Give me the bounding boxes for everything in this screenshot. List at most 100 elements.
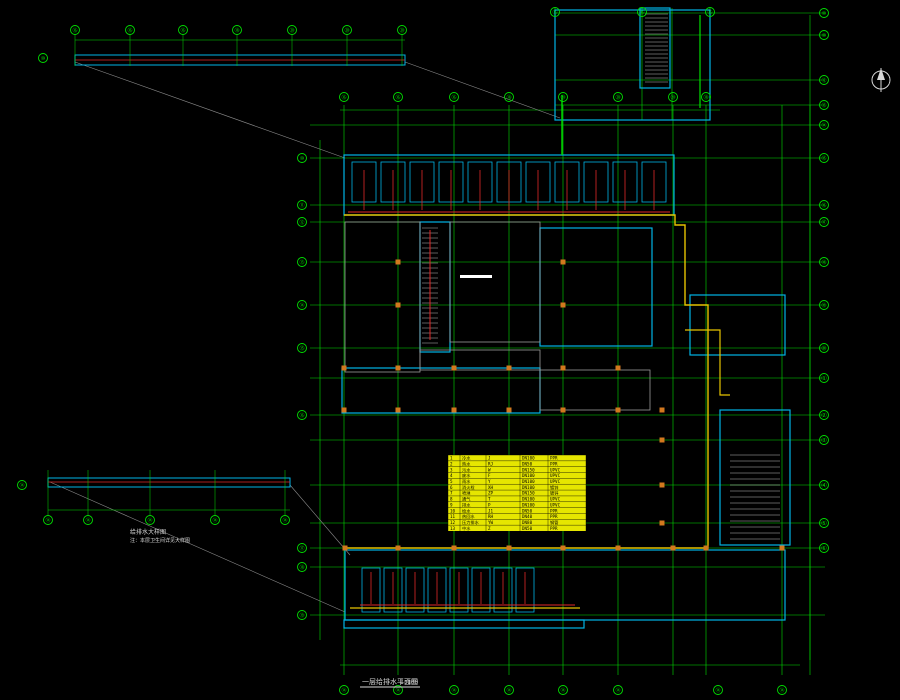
column bbox=[506, 407, 512, 413]
grid-axis-bubble-icon: ⑭ bbox=[613, 685, 623, 695]
column bbox=[703, 545, 709, 551]
axis-label: ⑭ bbox=[45, 517, 50, 524]
axis-label: ⑷ bbox=[821, 482, 826, 489]
grid-axis-bubble-icon: ⑮ bbox=[819, 153, 829, 163]
grid-axis-bubble-icon: ⑯ bbox=[339, 92, 349, 102]
table-cell: 5 bbox=[450, 479, 453, 484]
table-cell: Y bbox=[488, 479, 491, 484]
table-cell: DN50 bbox=[522, 508, 533, 513]
grid-axis-bubble-icon: ⑭ bbox=[777, 685, 787, 695]
leader-line bbox=[289, 484, 351, 556]
grid-axis-bubble-icon: ⑴ bbox=[819, 373, 829, 383]
axis-label: ⑲ bbox=[299, 612, 304, 619]
axis-label: ⑭ bbox=[451, 687, 456, 694]
label-stripe bbox=[460, 275, 492, 278]
grid-axis-bubble-icon: ⑰ bbox=[297, 543, 307, 553]
table-cell: UPVC bbox=[550, 502, 561, 507]
axis-label: ⑭ bbox=[282, 517, 287, 524]
table-cell: 废水 bbox=[462, 472, 471, 479]
table-cell: PPR bbox=[550, 456, 558, 461]
table-cell: W bbox=[488, 467, 491, 472]
room-outline bbox=[449, 221, 541, 343]
table-cell: Z bbox=[488, 526, 491, 531]
axis-label: ⑯ bbox=[451, 94, 456, 101]
room-outline bbox=[539, 369, 651, 411]
axis-label: ⑳ bbox=[399, 27, 404, 34]
wall-outline bbox=[554, 9, 711, 121]
column bbox=[615, 545, 621, 551]
axis-label: ⑮ bbox=[821, 155, 826, 162]
grid-lines bbox=[49, 8, 825, 675]
axis-label: ⑭ bbox=[19, 482, 24, 489]
axis-label: ⑯ bbox=[127, 27, 132, 34]
grid-axis-bubble-icon: ⑲ bbox=[297, 610, 307, 620]
walls bbox=[341, 7, 791, 629]
room-outline bbox=[419, 349, 541, 371]
wall-outline bbox=[343, 619, 585, 629]
table-cell: DN150 bbox=[522, 467, 535, 472]
grid-axis-bubble-icon: ⑫ bbox=[297, 217, 307, 227]
table-cell: 冷水 bbox=[462, 455, 471, 462]
table-cell: DN40 bbox=[522, 514, 533, 519]
drawing-title-block: 一层给排水平面图 1:100 bbox=[360, 677, 420, 688]
table-cell: PPR bbox=[550, 461, 558, 466]
axis-label: ⑭ bbox=[85, 517, 90, 524]
grid-axis-bubble-icon: ⑳ bbox=[558, 92, 568, 102]
wall-outline bbox=[639, 7, 671, 89]
grid-axis-bubble-icon: ⑭ bbox=[504, 685, 514, 695]
axis-label: ⑩ bbox=[822, 11, 827, 17]
table-cell: 压力排水 bbox=[462, 519, 480, 526]
axis-label: ⑫ bbox=[299, 219, 304, 226]
table-cell: 11 bbox=[450, 514, 456, 519]
table-cell: DN100 bbox=[522, 479, 535, 484]
wall-outline bbox=[419, 221, 451, 353]
column bbox=[395, 365, 401, 371]
table-cell: J bbox=[488, 456, 491, 461]
table-cell: 12 bbox=[450, 520, 456, 525]
table-cell: 镀锌 bbox=[550, 490, 559, 497]
axis-label: ⑯ bbox=[707, 9, 712, 16]
table-cell: ZP bbox=[488, 491, 494, 496]
table-cell: 给水 bbox=[462, 507, 471, 514]
column bbox=[451, 407, 457, 413]
grid-axis-bubble-icon: ⑯ bbox=[178, 25, 188, 35]
table-cell: 8 bbox=[450, 497, 453, 502]
table-cell: YW bbox=[488, 520, 494, 525]
axis-label: ⑯ bbox=[299, 412, 304, 419]
table-cell: DN100 bbox=[522, 497, 535, 502]
axis-label: ⑬ bbox=[821, 102, 826, 109]
table-cell: 6 bbox=[450, 485, 453, 490]
axis-label: ⑱ bbox=[703, 94, 708, 101]
grid-axis-bubble-icon: ⑫ bbox=[819, 75, 829, 85]
strip-outline bbox=[47, 477, 291, 488]
room-partition bbox=[405, 567, 425, 613]
pipe-yellow bbox=[344, 214, 709, 549]
grid-axis-bubble-icon: ⑩ bbox=[819, 8, 829, 18]
axis-label: ⑯ bbox=[552, 9, 557, 16]
axis-label: ⑭ bbox=[212, 517, 217, 524]
table-cell: DN80 bbox=[522, 520, 533, 525]
table-cell: 钢管 bbox=[550, 519, 558, 526]
axis-label: ⑭ bbox=[147, 517, 152, 524]
axis-label: ⑳ bbox=[670, 94, 675, 101]
table-cell: 雨水 bbox=[462, 478, 471, 485]
axis-label: ⑴ bbox=[821, 375, 826, 382]
axis-label: ⑬ bbox=[299, 259, 304, 266]
wall-outline bbox=[341, 367, 541, 414]
drawing-scale: 1:100 bbox=[400, 679, 418, 686]
column bbox=[560, 365, 566, 371]
table-cell: 10 bbox=[450, 508, 456, 513]
grid-axis-bubble-icon: ⑯ bbox=[637, 7, 647, 17]
table-cell: DN150 bbox=[522, 491, 535, 496]
table-cell: DN100 bbox=[522, 502, 535, 507]
grid-axis-bubble-icon: ⑱ bbox=[701, 92, 711, 102]
column bbox=[342, 545, 348, 551]
table-cell: F bbox=[488, 473, 491, 478]
axis-label: ⑹ bbox=[821, 545, 826, 552]
column bbox=[670, 545, 676, 551]
axis-label: ⑳ bbox=[821, 345, 826, 352]
axis-label: ⑩ bbox=[300, 156, 305, 162]
grid-axis-bubble-icon: ⑶ bbox=[819, 435, 829, 445]
